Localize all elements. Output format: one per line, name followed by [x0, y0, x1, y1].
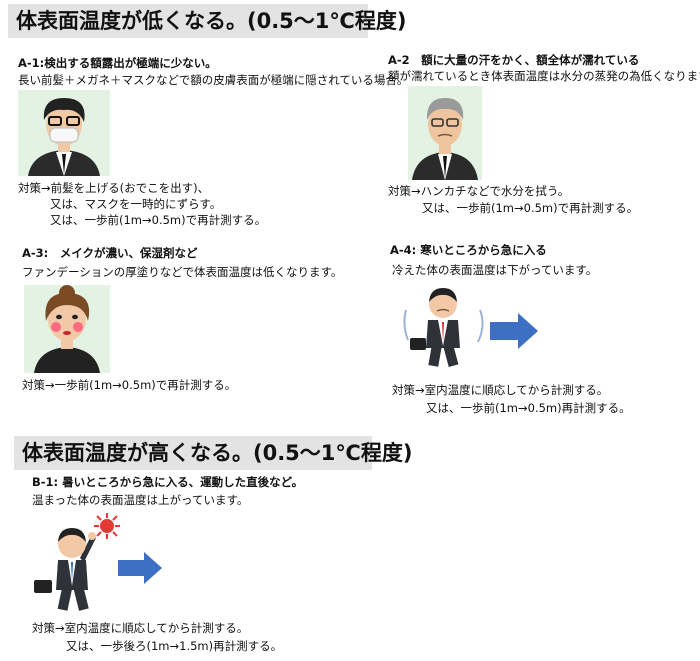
section-high-title: 体表面温度が高くなる。(0.5～1℃程度)	[14, 436, 412, 470]
a4-right-arrow-icon	[490, 313, 538, 349]
b1-hot-man-image	[30, 520, 112, 612]
b1-description: 温まった体の表面温度は上がっています。	[32, 493, 249, 507]
section-low-title: 体表面温度が低くなる。(0.5～1℃程度)	[8, 4, 406, 38]
a2-countermeasure-2: 又は、一歩前(1m→0.5m)で再計測する。	[422, 201, 639, 215]
a1-countermeasure-1: 対策→前髪を上げる(おでこを出す)、	[18, 181, 210, 195]
a4-description: 冷えた体の表面温度は下がっています。	[392, 263, 598, 277]
b1-right-arrow-icon	[118, 552, 162, 584]
a2-countermeasure-1: 対策→ハンカチなどで水分を拭う。	[388, 184, 570, 198]
a3-countermeasure-1: 対策→一歩前(1m→0.5m)で再計測する。	[22, 378, 237, 392]
a3-heading: A-3: メイクが濃い、保湿剤など	[22, 246, 198, 260]
a4-countermeasure-2: 又は、一歩前(1m→0.5m)再計測する。	[426, 401, 631, 415]
a4-countermeasure-1: 対策→室内温度に順応してから計測する。	[392, 383, 609, 397]
b1-countermeasure-1: 対策→室内温度に順応してから計測する。	[32, 621, 249, 635]
a1-description: 長い前髪＋メガネ＋マスクなどで額の皮膚表面が極端に隠されている場合。	[18, 73, 409, 87]
a3-makeup-woman-image	[24, 285, 110, 373]
b1-sun-icon	[93, 512, 121, 540]
a2-description: 額が濡れているとき体表面温度は水分の蒸発の為低くなります。	[388, 69, 700, 83]
a4-heading: A-4: 寒いところから急に入る	[390, 243, 547, 257]
a1-countermeasure-2: 又は、マスクを一時的にずらす。	[50, 197, 222, 211]
b1-countermeasure-2: 又は、一歩後ろ(1m→1.5m)再計測する。	[66, 639, 283, 653]
a2-heading: A-2 額に大量の汗をかく、額全体が濡れている	[388, 53, 640, 67]
b1-heading: B-1: 暑いところから急に入る、運動した直後など。	[32, 475, 304, 489]
a4-cold-man-image	[398, 280, 488, 370]
a1-masked-man-image	[18, 90, 110, 176]
a1-heading: A-1:検出する額露出が極端に少ない。	[18, 56, 217, 70]
a2-sweating-man-image	[408, 86, 482, 180]
a3-description: ファンデーションの厚塗りなどで体表面温度は低くなります。	[22, 265, 343, 279]
a1-countermeasure-3: 又は、一歩前(1m→0.5m)で再計測する。	[50, 213, 267, 227]
